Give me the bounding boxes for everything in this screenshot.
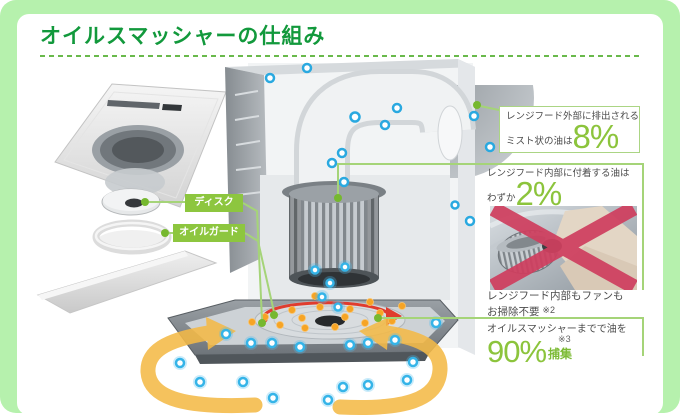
- label-disk: ディスク: [185, 194, 243, 212]
- label-oil-guard: オイルガード: [173, 224, 245, 242]
- callout-adhere-prefix: わずか: [487, 193, 516, 204]
- callout-capture-note: ※3: [558, 334, 571, 344]
- callout-cleaning-line2: お掃除不要: [487, 306, 543, 318]
- hood-underside: [54, 83, 227, 208]
- callout-exhaust: レンジフード外部に排出される ミスト状の油は 8%: [499, 106, 640, 153]
- airflow-arrows: [140, 317, 448, 415]
- exploded-hood-illustration: [36, 83, 227, 314]
- callout-cleaning: レンジフード内部もファンも お掃除不要 ※2: [487, 289, 624, 319]
- page-title: オイルスマッシャーの仕組み: [40, 25, 326, 48]
- mist-droplets-glow: [173, 260, 443, 407]
- callout-adhere-line1: レンジフード内部に付着する油は: [487, 168, 630, 179]
- callout-adhere: レンジフード内部に付着する油は わずか 2%: [487, 167, 630, 212]
- hood-roof: [225, 59, 475, 75]
- callout-capture-suffix: 捕集: [548, 347, 573, 361]
- bottom-plate-part: [36, 250, 218, 314]
- dotted-divider: [40, 55, 640, 57]
- callout-exhaust-value: 8%: [572, 118, 620, 155]
- callout-exhaust-line1: レンジフード外部に排出される: [506, 111, 640, 122]
- prohibited-cross-icon: [490, 206, 637, 290]
- mist-droplets: [264, 62, 496, 227]
- callout-capture-line1: オイルスマッシャーまでで油を: [487, 324, 627, 335]
- callout-capture-value: 90%: [487, 334, 547, 369]
- callout-adhere-value: 2%: [515, 175, 563, 212]
- oil-guard-part: [92, 219, 172, 255]
- callout-capture: オイルスマッシャーまでで油を 90% ※3 捕集: [487, 323, 627, 369]
- cleaning-photo: [490, 206, 637, 290]
- callout-cleaning-note: ※2: [542, 305, 555, 315]
- fan-unit: [282, 181, 386, 288]
- exhaust-duct: [294, 69, 476, 197]
- callout-cleaning-line1: レンジフード内部もファンも: [487, 290, 624, 302]
- callout-exhaust-line2: ミスト状の油は: [506, 136, 573, 147]
